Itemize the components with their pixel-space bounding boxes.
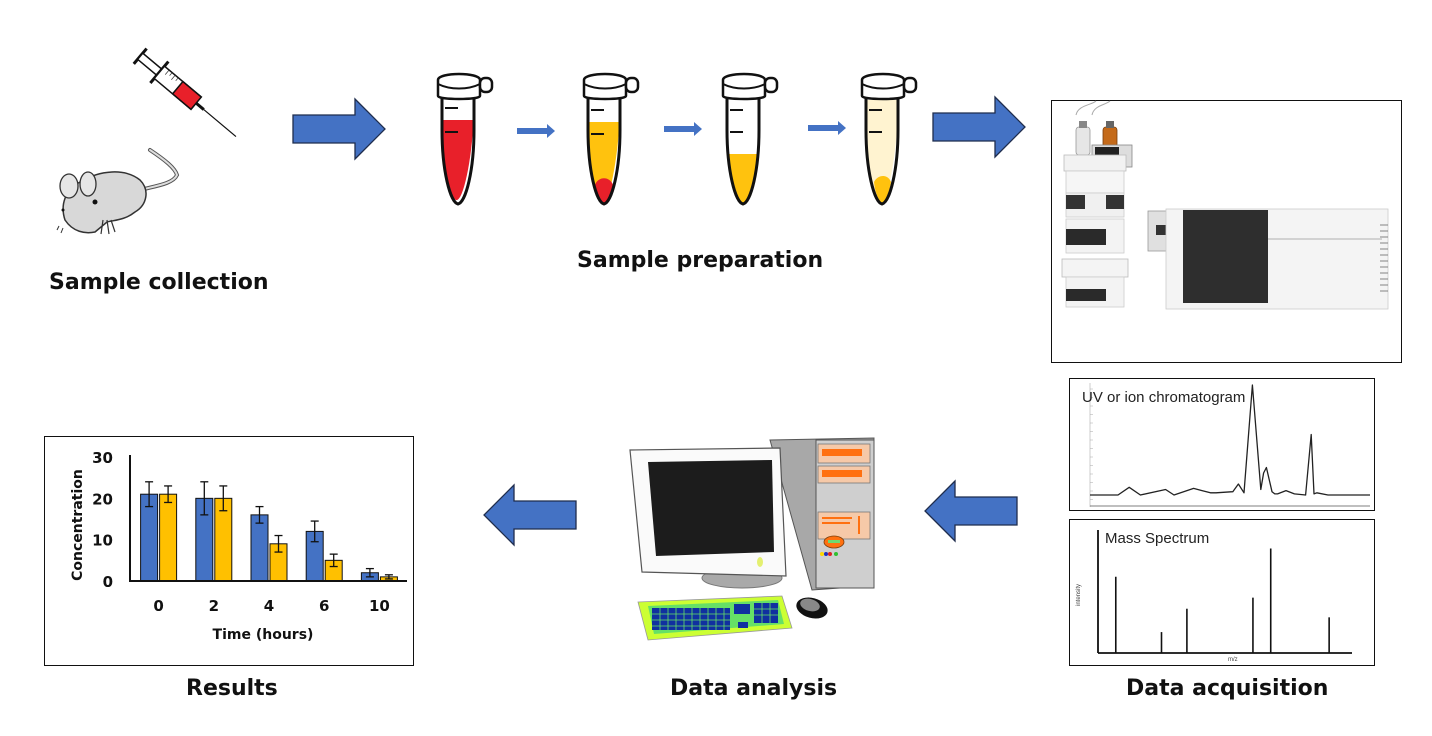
mass-spectrum-ylabel: intensity xyxy=(1076,583,1083,607)
stage-label-data-analysis: Data analysis xyxy=(670,676,838,701)
tube-supernatant-icon xyxy=(721,72,779,206)
syringe-icon xyxy=(132,47,237,138)
x-tick-label: 0 xyxy=(153,597,163,615)
stage-label-results: Results xyxy=(186,676,278,701)
x-tick-label: 2 xyxy=(209,597,219,615)
x-tick-label: 10 xyxy=(369,597,390,615)
arrow-small-right-icon xyxy=(664,122,702,136)
y-axis-label: Concentration xyxy=(70,469,86,581)
mass-spectrum-plot xyxy=(1097,530,1352,654)
bar xyxy=(250,514,269,582)
chromatogram-plot xyxy=(1089,383,1370,507)
arrow-left-icon xyxy=(483,483,577,547)
tube-extract-icon xyxy=(860,72,918,206)
y-tick-label: 10 xyxy=(92,532,113,550)
computer-icon xyxy=(629,437,875,641)
x-axis-label: Time (hours) xyxy=(213,627,314,643)
arrow-left-icon xyxy=(924,479,1018,543)
tube-centrifuged-icon xyxy=(582,72,640,206)
stage-label-data-acquisition: Data acquisition xyxy=(1126,676,1329,701)
mouse-icon xyxy=(56,148,180,235)
arrow-small-right-icon xyxy=(808,121,846,135)
stage-label-sample-collection: Sample collection xyxy=(49,270,269,295)
y-tick-label: 20 xyxy=(92,490,113,508)
bar xyxy=(159,493,178,582)
arrow-small-right-icon xyxy=(517,124,555,138)
lc-ms-instrument-icon xyxy=(1061,100,1389,310)
x-tick-label: 6 xyxy=(319,597,329,615)
arrow-right-icon xyxy=(932,95,1026,159)
stage-label-sample-preparation: Sample preparation xyxy=(577,248,824,273)
mass-spectrum-xlabel: m/z xyxy=(1228,657,1238,663)
instrument-photo-frame xyxy=(1051,100,1402,363)
mass-spectrum-panel: Mass Spectrum intensity m/z xyxy=(1069,519,1375,666)
mass-spectrum-title: Mass Spectrum xyxy=(1105,530,1210,547)
chromatogram-panel: UV or ion chromatogram xyxy=(1069,378,1375,511)
arrow-right-icon xyxy=(292,97,386,161)
y-tick-label: 0 xyxy=(103,573,113,591)
chromatogram-title: UV or ion chromatogram xyxy=(1082,389,1246,406)
tube-whole-blood-icon xyxy=(436,72,494,206)
y-tick-label: 30 xyxy=(92,449,113,467)
x-tick-label: 4 xyxy=(264,597,274,615)
chromatogram-trace xyxy=(1090,384,1370,496)
